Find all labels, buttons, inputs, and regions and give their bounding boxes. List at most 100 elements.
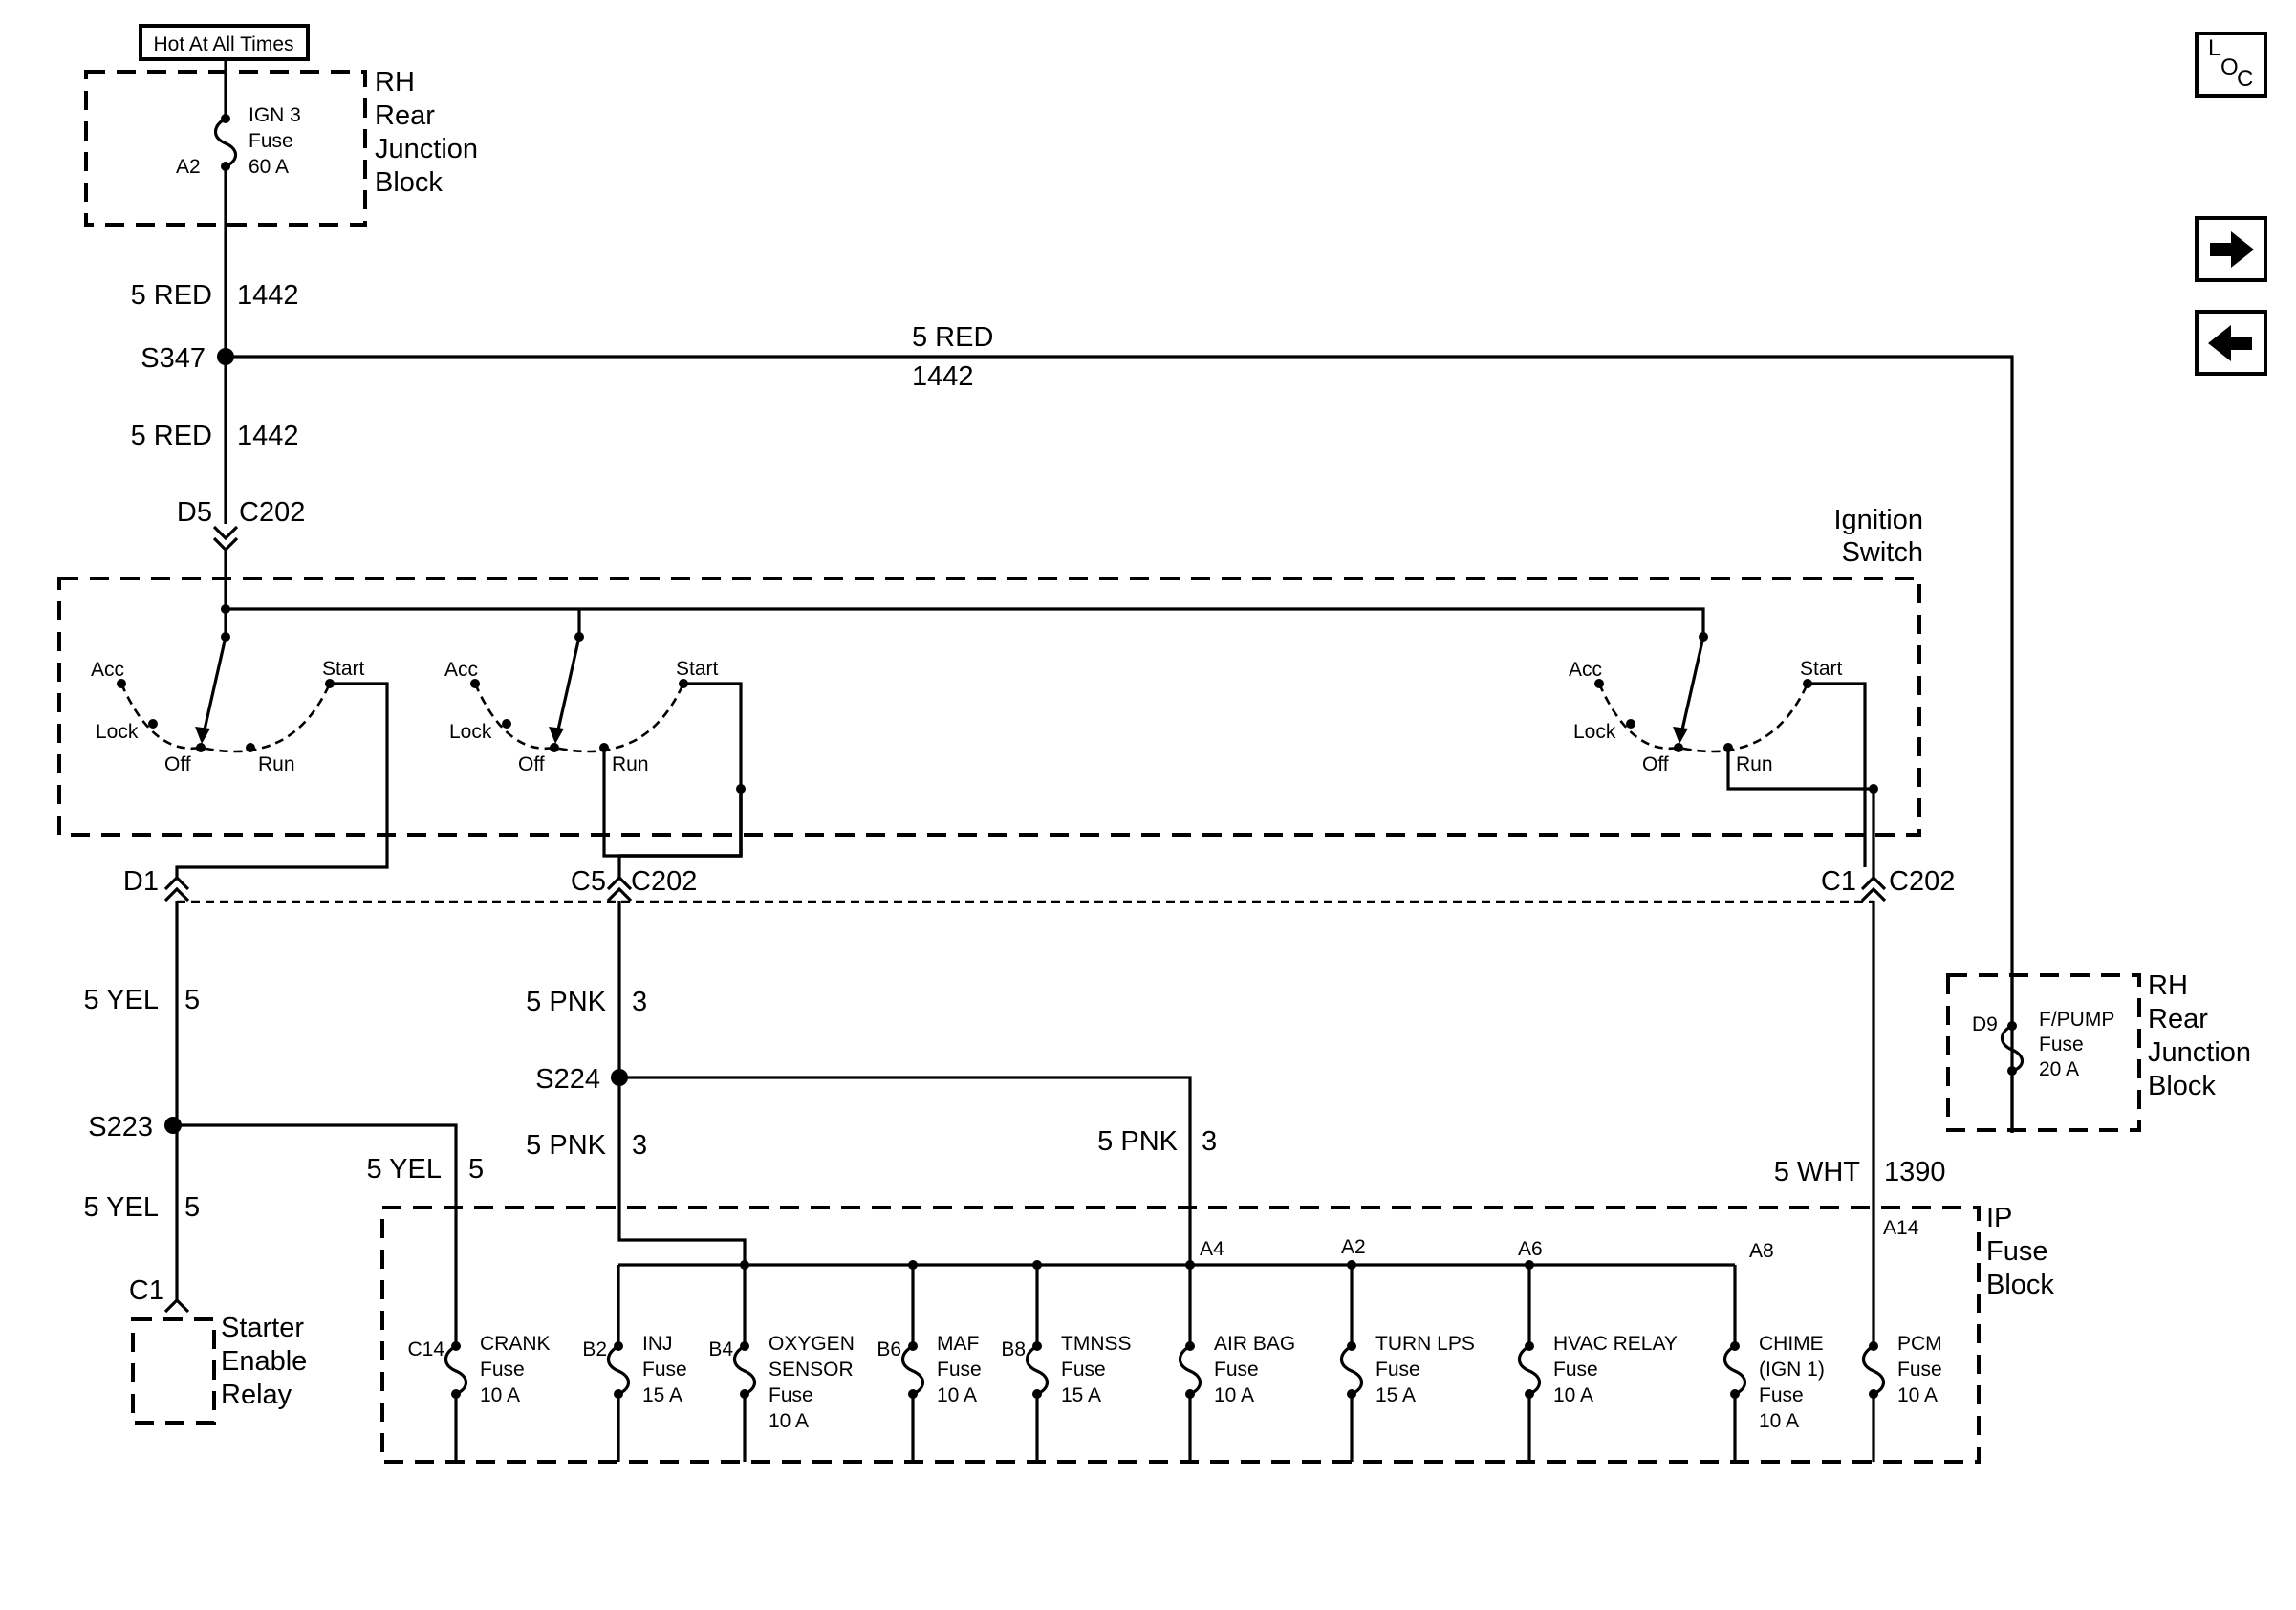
- ignition-switch-box: [57, 577, 1921, 837]
- ip-fuse-label-0-1: Fuse: [480, 1359, 525, 1381]
- ip-fuse-label-6-0: TURN LPS: [1375, 1333, 1475, 1355]
- ip-fuse-block-title-2: Fuse: [1986, 1236, 2047, 1267]
- connector-c1-relay-label: C1: [129, 1275, 164, 1306]
- rjb-right-title-2: Rear: [2148, 1004, 2208, 1034]
- ip-pin-a4: A4: [1200, 1238, 1224, 1260]
- ip-fuse-label-3-0: MAF: [937, 1333, 979, 1355]
- ip-fuse-label-8-1: (IGN 1): [1759, 1359, 1825, 1381]
- svg-text:C: C: [2237, 66, 2253, 92]
- starter-relay-label-1: Starter: [221, 1313, 304, 1343]
- wire-5-yel-color-1: 5 YEL: [84, 985, 159, 1015]
- rjb-top-title-2: Rear: [375, 100, 435, 131]
- wire-5-yel-circuit-2: 5: [468, 1154, 484, 1185]
- ip-fuse-label-1-2: 15 A: [642, 1384, 682, 1406]
- ip-fuse-label-5-1: Fuse: [1214, 1359, 1259, 1381]
- switch1-off: Off: [164, 753, 191, 775]
- switch2-lock: Lock: [449, 721, 492, 743]
- wire-5-yel-circuit-1: 5: [184, 985, 200, 1015]
- splice-s224-label: S224: [535, 1064, 600, 1095]
- connector-d1-label: D1: [123, 866, 159, 897]
- switch2-run: Run: [612, 753, 649, 775]
- switch3-off: Off: [1642, 753, 1669, 775]
- fpump-fuse-name: F/PUMP: [2039, 1009, 2114, 1031]
- ip-fuse-label-9-1: Fuse: [1897, 1359, 1942, 1381]
- wire-3-pnk: [617, 901, 747, 1265]
- ip-fuse-7: HVAC RELAY Fuse 10 A: [1517, 1265, 1678, 1462]
- ip-fuse-label-9-0: PCM: [1897, 1333, 1942, 1355]
- ignition-switch-title-1: Ignition: [1833, 505, 1923, 535]
- fpump-fuse: [2000, 973, 2025, 1133]
- ip-fuse-label-2-2: Fuse: [769, 1384, 813, 1406]
- ip-fuse-label-7-0: HVAC RELAY: [1553, 1333, 1678, 1355]
- ip-pin-a2: A2: [1341, 1236, 1366, 1258]
- previous-page-button[interactable]: [2195, 310, 2267, 376]
- wire-1442-color-2: 5 RED: [912, 322, 993, 353]
- fpump-fuse-word: Fuse: [2039, 1033, 2084, 1055]
- fpump-fuse-rating: 20 A: [2039, 1058, 2079, 1080]
- ip-fuse-label-5-2: 10 A: [1214, 1384, 1254, 1406]
- rjb-top-title-4: Block: [375, 167, 443, 198]
- svg-text:O: O: [2220, 54, 2239, 80]
- ignition-bus: [226, 607, 1705, 637]
- connector-c202-label-a: C202: [239, 497, 305, 528]
- ip-fuse-label-2-3: 10 A: [769, 1410, 809, 1432]
- wire-1442-circuit-1: 1442: [237, 280, 299, 311]
- ign3-fuse-name: IGN 3: [249, 104, 301, 126]
- ip-fuse-label-0-2: 10 A: [480, 1384, 520, 1406]
- ip-fuse-label-7-2: 10 A: [1553, 1384, 1593, 1406]
- connector-d5-label: D5: [177, 497, 212, 528]
- ip-fuse-label-2-0: OXYGEN: [769, 1333, 855, 1355]
- starter-enable-relay: [131, 1317, 216, 1425]
- ign3-fuse: [213, 59, 238, 359]
- ip-pin-a14: A14: [1883, 1217, 1919, 1239]
- ip-fuse-label-7-1: Fuse: [1553, 1359, 1598, 1381]
- ip-pin-a8: A8: [1749, 1240, 1774, 1262]
- switch2-off: Off: [518, 753, 545, 775]
- wire-3-pnk-circuit-2: 3: [632, 1130, 647, 1161]
- switch1-acc: Acc: [91, 659, 124, 681]
- ip-fuse-pin-4: B8: [1001, 1338, 1026, 1360]
- connector-c1-relay: [163, 1297, 190, 1314]
- location-button[interactable]: L O C: [2195, 32, 2267, 98]
- rjb-top-title-3: Junction: [375, 134, 478, 164]
- rjb-right-title-4: Block: [2148, 1071, 2216, 1101]
- connector-c202-label-b: C202: [631, 866, 697, 897]
- next-page-button[interactable]: [2195, 216, 2267, 282]
- splice-s223-label: S223: [88, 1112, 153, 1142]
- ip-fuse-label-4-2: 15 A: [1061, 1384, 1101, 1406]
- wire-5-yel-color-2: 5 YEL: [367, 1154, 442, 1185]
- ip-fuse-label-8-0: CHIME: [1759, 1333, 1824, 1355]
- switch3-start: Start: [1800, 658, 1843, 680]
- switch1-start: Start: [322, 658, 365, 680]
- connector-d5: [212, 525, 239, 553]
- starter-relay-label-2: Enable: [221, 1346, 307, 1377]
- ip-fuse-pin-3: B6: [877, 1338, 901, 1360]
- starter-relay-label-3: Relay: [221, 1380, 292, 1410]
- ignition-switch-section-3: [1594, 632, 1878, 867]
- ip-fuse-pin-1: B2: [582, 1338, 607, 1360]
- svg-text:L: L: [2208, 35, 2220, 61]
- ip-fuse-label-3-1: Fuse: [937, 1359, 982, 1381]
- ip-fuse-label-6-1: Fuse: [1375, 1359, 1420, 1381]
- ip-fuse-block-title-3: Block: [1986, 1270, 2054, 1300]
- rjb-top-title-1: RH: [375, 67, 415, 98]
- wire-3-pnk-color-3: 5 PNK: [1097, 1126, 1178, 1157]
- wire-1442-circuit-3: 1442: [237, 421, 299, 451]
- ip-fuse-label-9-2: 10 A: [1897, 1384, 1938, 1406]
- wire-3-pnk-circuit-3: 3: [1202, 1126, 1217, 1157]
- rjb-right-title-1: RH: [2148, 970, 2188, 1001]
- wire-1442-color-1: 5 RED: [131, 280, 212, 311]
- connector-c1: [1860, 875, 1887, 903]
- ip-fuse-label-4-0: TMNSS: [1061, 1333, 1132, 1355]
- ip-fuse-block: [380, 1206, 1981, 1464]
- ign3-fuse-rating: 60 A: [249, 156, 289, 178]
- switch2-acc: Acc: [444, 659, 478, 681]
- ip-fuse-9: PCM Fuse 10 A: [1861, 1333, 1942, 1462]
